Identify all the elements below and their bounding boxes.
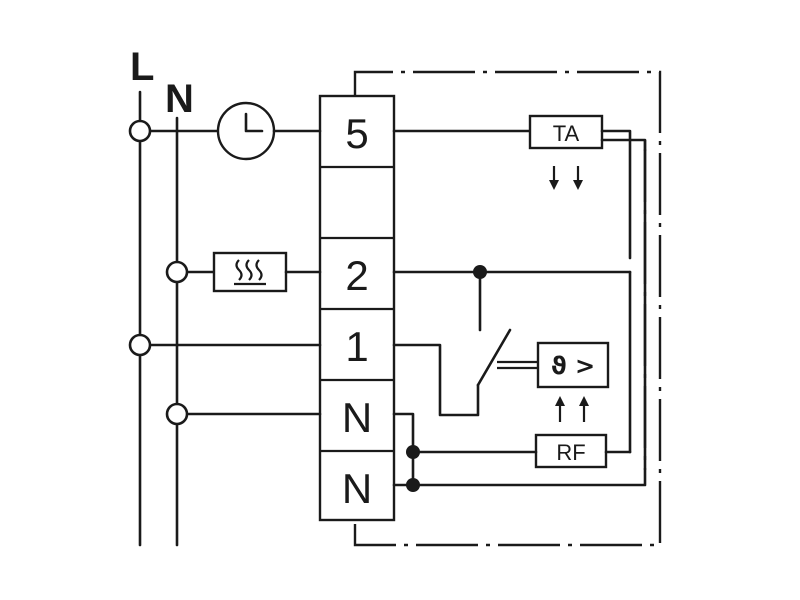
terminal-label-N-lower: N — [342, 465, 372, 512]
junction-dot — [406, 478, 420, 492]
ta-box — [528, 114, 604, 150]
thermometer-symbol-icon: ϑ > — [551, 352, 595, 380]
connection-point-N-2 — [165, 260, 189, 284]
ta-label: TA — [553, 121, 580, 146]
terminal-label-5: 5 — [345, 110, 368, 157]
terminal-block: 5 2 1 N N — [318, 94, 396, 522]
rail-label-N: N — [165, 77, 194, 121]
terminal-label-1: 1 — [345, 323, 368, 370]
connection-point-N-N — [165, 402, 189, 426]
rf-label: RF — [556, 440, 585, 465]
connection-point-L-1 — [128, 333, 152, 357]
arrow-down-icon — [549, 166, 583, 190]
connection-point-L-5 — [128, 119, 152, 143]
heater-icon — [212, 251, 288, 293]
wire-TA-out — [600, 129, 632, 260]
wire-TA-neutral — [600, 138, 647, 152]
wire-N-upper — [392, 412, 415, 454]
arrow-up-icon — [555, 396, 589, 422]
wire-N-lower-to-TA — [392, 148, 647, 487]
wire-terminal-1-to-switch — [392, 343, 480, 417]
switch-blade — [476, 328, 512, 387]
terminal-label-N-upper: N — [342, 394, 372, 441]
junction-dot — [406, 445, 420, 459]
terminal-label-2: 2 — [345, 252, 368, 299]
thermostat-sensor-box — [536, 341, 610, 389]
rail-label-L: L — [130, 45, 154, 89]
enclosure-outline — [353, 70, 662, 547]
clock-icon — [216, 101, 276, 161]
